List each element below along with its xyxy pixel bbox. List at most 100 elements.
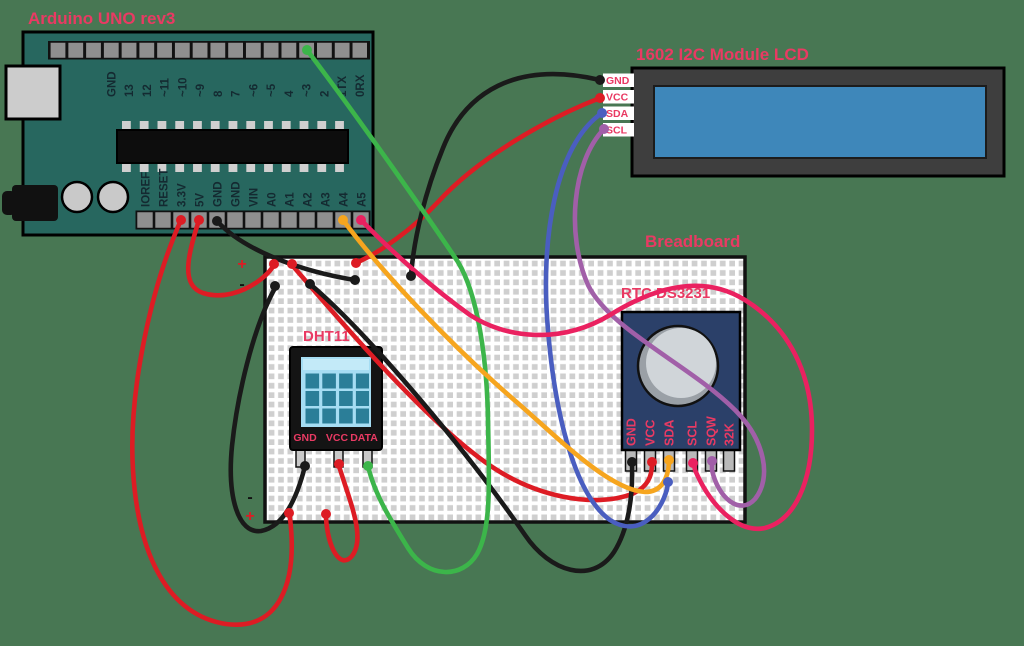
power-jack bbox=[12, 185, 58, 221]
lcd-pin-box bbox=[603, 90, 634, 104]
wire-dot bbox=[284, 508, 294, 518]
pin-label: 3.3V bbox=[176, 183, 188, 207]
rtc-ds3231-module: RTC DS3231 GND VCC SDA SCL SQW 32K bbox=[620, 285, 742, 472]
wire-plus-rail-rtc-vcc bbox=[289, 262, 655, 503]
dht11-pin-label: VCC bbox=[326, 432, 349, 444]
wire-dot bbox=[595, 75, 605, 85]
wire-dot bbox=[599, 124, 609, 134]
wire-dht-vcc bbox=[323, 463, 360, 563]
rtc-pin-label: VCC bbox=[644, 420, 658, 446]
dht11-screen-strip bbox=[303, 359, 369, 370]
wire-dot bbox=[647, 457, 657, 467]
pin-label: ~9 bbox=[195, 84, 207, 97]
arduino-title: Arduino UNO rev3 bbox=[28, 9, 175, 28]
wire-dot bbox=[338, 215, 348, 225]
arduino-uno-board: Arduino UNO rev3 GND 13 12 ~11 ~10 ~9 8 … bbox=[2, 9, 375, 237]
plus-rail-mark-bottom: + bbox=[245, 508, 254, 525]
pin-label: 5V bbox=[194, 193, 206, 207]
lcd-pin-label: GND bbox=[606, 75, 630, 87]
pin-label: ~10 bbox=[177, 77, 189, 97]
dht11-screen-grid bbox=[305, 373, 369, 424]
capacitor bbox=[60, 180, 94, 214]
wire-d3-dht-data bbox=[304, 47, 492, 575]
lcd-pin-label: VCC bbox=[606, 92, 629, 104]
pin-label: 13 bbox=[124, 84, 136, 97]
wire-dot bbox=[270, 281, 280, 291]
wire-dot bbox=[194, 215, 204, 225]
wire-dot bbox=[302, 45, 312, 55]
wire-dot bbox=[334, 459, 344, 469]
wire-dot bbox=[664, 455, 674, 465]
lcd-pin-box bbox=[603, 106, 634, 120]
lcd-pin-boxes: GND VCC SDA SCL bbox=[603, 73, 634, 137]
wire-dot bbox=[688, 458, 698, 468]
lcd-screen bbox=[653, 85, 987, 159]
pin-label: A4 bbox=[338, 192, 350, 207]
dht11-label: DHT11 bbox=[303, 328, 350, 345]
rtc-pin-labels: GND VCC SDA SCL SQW 32K bbox=[625, 416, 737, 446]
minus-rail-mark-bottom: - bbox=[247, 489, 252, 506]
pin-label: 2 bbox=[320, 91, 332, 97]
wire-dot bbox=[351, 258, 361, 268]
wire-a5-rtc-scl bbox=[358, 217, 815, 532]
pin-label: A2 bbox=[302, 192, 314, 207]
dht11-pin-label: GND bbox=[293, 432, 317, 444]
wire-end-dots bbox=[176, 45, 717, 519]
wire-lcd-sda bbox=[543, 110, 671, 529]
dht11-pin-label: DATA bbox=[350, 432, 378, 444]
wire-lcd-gnd bbox=[408, 71, 603, 278]
wire-dot bbox=[707, 456, 717, 466]
wire-a4-rtc-sda bbox=[340, 217, 672, 495]
minus-rail-mark-top: - bbox=[239, 276, 244, 293]
pin-label: GND bbox=[212, 181, 224, 207]
lcd-pin-box bbox=[603, 73, 634, 87]
wire-3v3-plus-rail-bottom bbox=[130, 217, 295, 627]
pin-label: A5 bbox=[356, 192, 368, 207]
wire-dot bbox=[305, 279, 315, 289]
wire-dot bbox=[350, 275, 360, 285]
arduino-bottom-pin-labels: IOREF RESET 3.3V 5V GND GND VIN A0 A1 A2… bbox=[140, 169, 368, 207]
usb-connector bbox=[4, 64, 62, 121]
pin-label: A1 bbox=[284, 192, 296, 207]
pin-label: 0RX bbox=[355, 74, 367, 97]
pin-label: IOREF bbox=[140, 172, 152, 207]
wire-dot bbox=[627, 457, 637, 467]
wire-dot bbox=[176, 215, 186, 225]
wire-dot bbox=[595, 93, 605, 103]
wire-dot bbox=[212, 216, 222, 226]
pin-label: ~6 bbox=[248, 84, 260, 97]
pin-label: 12 bbox=[142, 84, 154, 97]
rtc-pin-label: SCL bbox=[686, 421, 700, 446]
pin-label: GND bbox=[106, 71, 118, 97]
wire-dot bbox=[300, 461, 310, 471]
plus-rail-mark-top: + bbox=[237, 256, 246, 273]
pin-label: ~3 bbox=[302, 84, 314, 97]
lcd-title: 1602 I2C Module LCD bbox=[636, 45, 809, 64]
pin-label: GND bbox=[230, 181, 242, 207]
wire-lcd-scl-rtc-sqw bbox=[572, 126, 767, 508]
rtc-pin-label: SDA bbox=[663, 420, 677, 446]
wire-lcd-vcc bbox=[353, 95, 603, 266]
pin-label: VIN bbox=[248, 188, 260, 207]
lcd-pin-label: SDA bbox=[606, 108, 629, 120]
wire-dot bbox=[663, 477, 673, 487]
ic-chip bbox=[116, 129, 349, 164]
wire-5v-plus-rail bbox=[185, 217, 277, 298]
wire-arduino-gnd bbox=[214, 218, 358, 283]
wire-dot bbox=[597, 108, 607, 118]
rtc-pin-label: SQW bbox=[705, 416, 719, 446]
wire-dot bbox=[321, 509, 331, 519]
pin-label: ~11 bbox=[160, 78, 172, 97]
pin-label: 4 bbox=[284, 90, 296, 97]
pin-label: A0 bbox=[266, 192, 278, 207]
pin-label: RESET bbox=[158, 169, 170, 207]
dht11-sensor: DHT11 GND VCC DATA bbox=[289, 328, 383, 468]
capacitor bbox=[96, 180, 130, 214]
lcd-pin-label: SCL bbox=[606, 125, 628, 137]
wire-dot bbox=[363, 461, 373, 471]
pin-label: 8 bbox=[213, 90, 225, 97]
wire-dot bbox=[287, 259, 297, 269]
rtc-pin-label: GND bbox=[625, 418, 639, 446]
